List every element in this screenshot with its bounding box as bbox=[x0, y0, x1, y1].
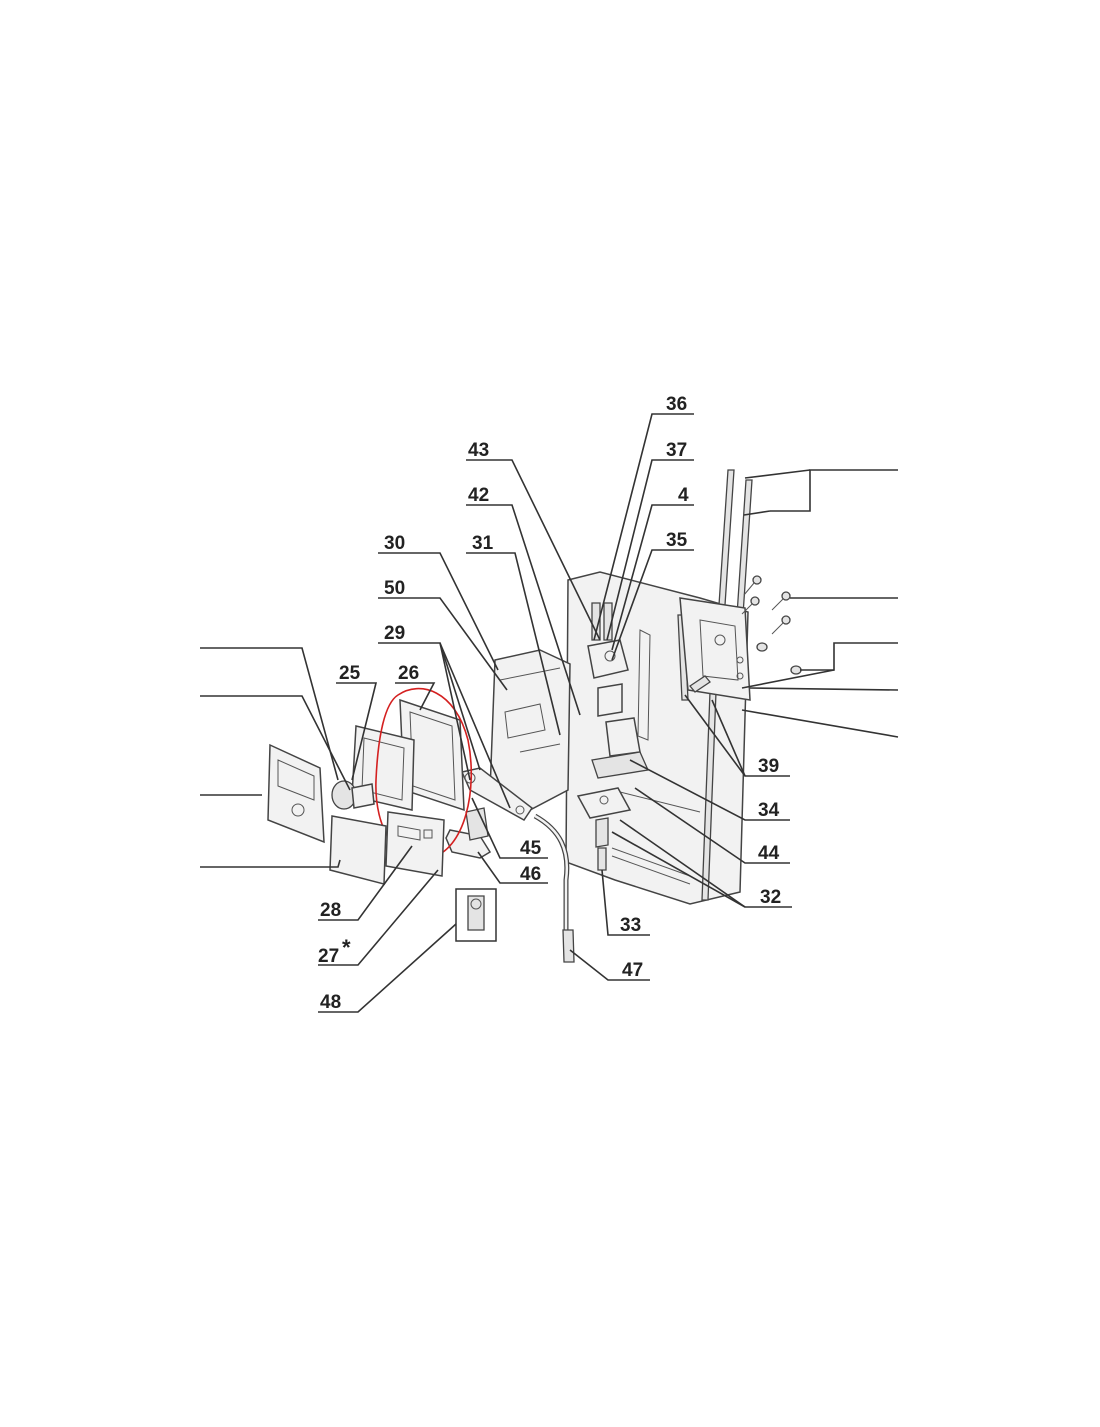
lower-covers bbox=[329, 811, 445, 885]
callout-46: 46 bbox=[520, 864, 541, 885]
callout-29: 29 bbox=[384, 623, 405, 644]
callout-27: 27 bbox=[318, 946, 339, 967]
valve-block bbox=[587, 602, 649, 779]
nut-icon bbox=[790, 665, 802, 675]
callout-4: 4 bbox=[678, 485, 689, 506]
callout-33: 33 bbox=[620, 915, 641, 936]
rotary-knob bbox=[331, 780, 375, 810]
callout-34: 34 bbox=[758, 800, 780, 821]
callout-31: 31 bbox=[472, 533, 494, 554]
callout-35: 35 bbox=[666, 530, 688, 551]
screw-icon bbox=[743, 575, 762, 596]
callout-30: 30 bbox=[384, 533, 405, 554]
callout-32: 32 bbox=[760, 887, 781, 908]
screws bbox=[741, 575, 802, 675]
callout-48: 48 bbox=[320, 992, 341, 1013]
hose bbox=[533, 813, 575, 963]
callout-37: 37 bbox=[666, 440, 687, 461]
callout-26: 26 bbox=[398, 663, 419, 684]
lower-valve bbox=[576, 787, 632, 871]
display-panel bbox=[267, 743, 325, 844]
screw-icon bbox=[741, 596, 760, 615]
callout-labels: 36 43 37 42 4 35 30 31 50 29 25 26 39 34… bbox=[318, 394, 781, 1013]
callout-28: 28 bbox=[320, 900, 341, 921]
callout-25: 25 bbox=[339, 663, 361, 684]
nut-icon bbox=[756, 642, 768, 652]
arm-part bbox=[460, 767, 534, 821]
screw-icon bbox=[771, 591, 791, 611]
callout-45: 45 bbox=[520, 838, 542, 859]
callout-36: 36 bbox=[666, 394, 687, 415]
callout-43: 43 bbox=[468, 440, 489, 461]
callout-27-asterisk: * bbox=[342, 935, 351, 960]
callout-42: 42 bbox=[468, 485, 489, 506]
callout-50: 50 bbox=[384, 578, 405, 599]
bracket-assembly bbox=[679, 597, 751, 701]
detail-box bbox=[455, 888, 497, 942]
screw-icon bbox=[771, 615, 791, 635]
leader-lines bbox=[200, 413, 899, 1013]
callout-44: 44 bbox=[758, 843, 780, 864]
callout-47: 47 bbox=[622, 960, 643, 981]
callout-39: 39 bbox=[758, 756, 779, 777]
